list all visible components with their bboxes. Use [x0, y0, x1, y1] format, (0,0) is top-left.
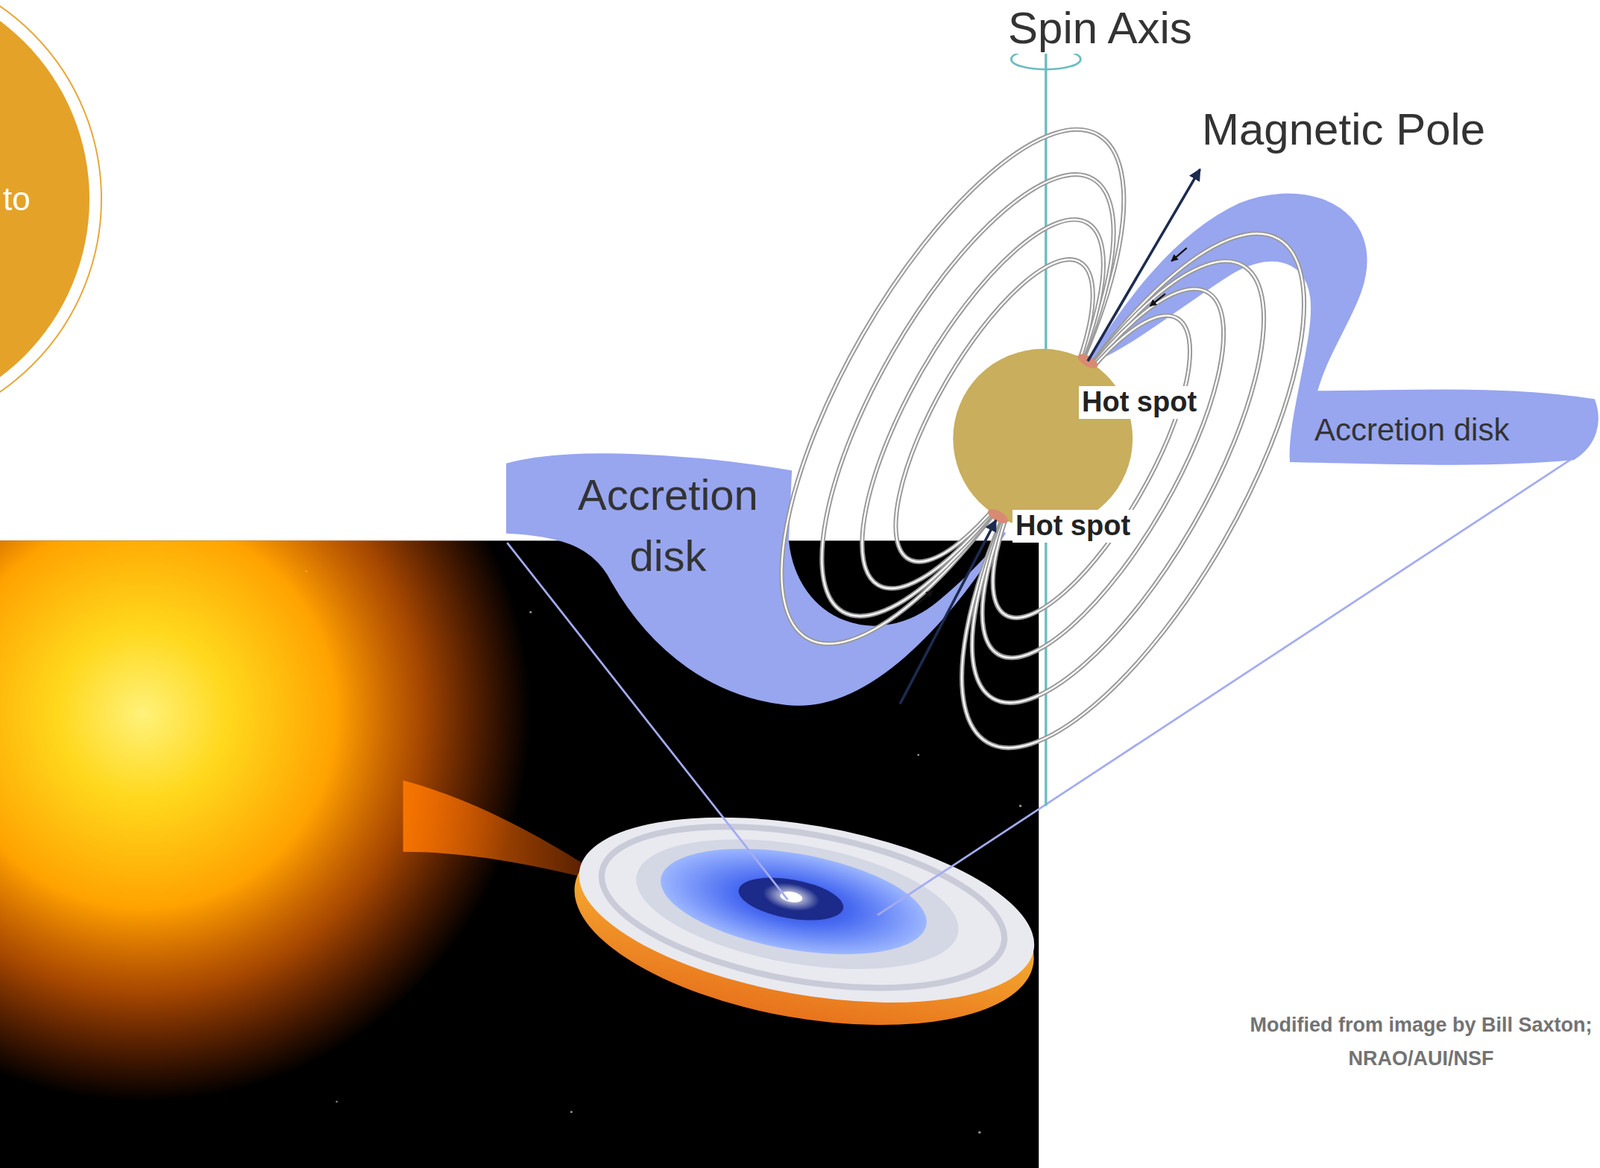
axis-label-anchor: Spin Axis	[1008, 2, 1196, 54]
disk-band	[626, 817, 969, 991]
disk-outer	[565, 786, 1040, 1034]
pole-label: Magnetic Pole	[1198, 103, 1489, 156]
field-line	[897, 187, 1369, 795]
field-line	[917, 222, 1319, 742]
disk-label: Accretion disk	[556, 464, 780, 587]
field-line	[917, 222, 1319, 742]
axis-label: Spin Axis	[1005, 2, 1196, 54]
hot-spot	[1075, 351, 1100, 372]
field-lines	[717, 82, 1369, 795]
hot-spot-label-anchor: Hot spot	[1081, 386, 1200, 420]
disk-inner	[652, 831, 935, 973]
field-line	[937, 257, 1268, 690]
pole-label-anchor: Magnetic Pole	[1201, 103, 1489, 156]
star-dot	[529, 611, 532, 614]
magnetic-axis-arrow	[899, 520, 997, 704]
star-dot	[978, 1131, 981, 1135]
badge-ring	[0, 0, 102, 434]
badge-text: to	[2, 180, 31, 219]
hot-spot-label: Hot spot	[1078, 386, 1200, 420]
disk-label: Accretion disk	[1314, 412, 1510, 449]
hot-spot-label: Hot spot	[1012, 509, 1134, 543]
badge-circle: to	[0, 0, 103, 434]
neutron-star-glow	[761, 879, 823, 915]
star-dot	[335, 1101, 338, 1104]
magnetic-axis-arrow	[1087, 169, 1201, 361]
accretion-flow	[1087, 194, 1598, 465]
field-line	[937, 257, 1268, 690]
hot-spot	[985, 506, 1011, 527]
disk-label-anchor: Accretion disk	[1314, 412, 1510, 449]
flow-arrow	[1171, 248, 1187, 262]
disk-core	[735, 870, 847, 928]
neutron-star-closeup	[952, 348, 1133, 529]
star-dot	[570, 1110, 573, 1114]
credit-note: Modified from image by Bill Saxton; NRAO…	[1249, 1008, 1593, 1076]
badge-fill	[0, 0, 90, 422]
star-dot	[917, 753, 920, 757]
disk-ring	[589, 800, 1017, 1016]
flow-arrow	[916, 590, 933, 605]
star-dot	[1019, 805, 1022, 808]
flow-arrow	[1149, 293, 1166, 306]
hot-spot-label-anchor: Hot spot	[1015, 509, 1134, 543]
disk-label-anchor: Accretion disk	[556, 464, 780, 587]
field-line	[897, 187, 1369, 795]
credit-note-anchor: Modified from image by Bill Saxton; NRAO…	[1249, 1008, 1593, 1076]
